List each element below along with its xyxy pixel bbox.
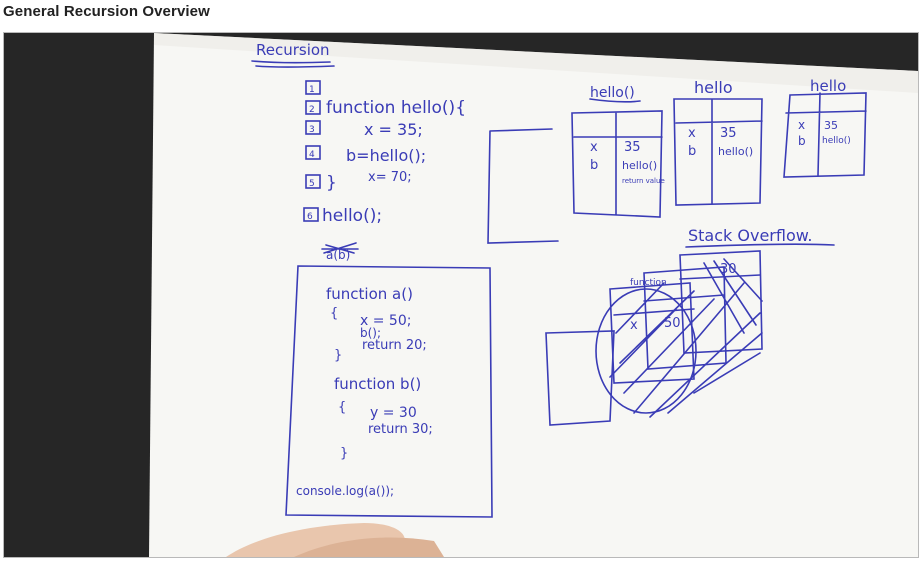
frame1-val-b: hello() <box>622 159 657 172</box>
overflow-frame-title: function <box>630 278 667 288</box>
frame-title-2: hello <box>694 78 733 97</box>
box-code-line-12: console.log(a()); <box>296 484 394 498</box>
box-code-line-8: { <box>338 400 346 415</box>
paper-sheet <box>149 33 918 557</box>
box-code-line-6: } <box>334 348 342 363</box>
box-code-line-10: return 30; <box>368 422 433 437</box>
box-code-line-11: } <box>340 446 348 461</box>
page-title: General Recursion Overview <box>3 3 210 20</box>
frame1-val-x: 35 <box>624 140 641 155</box>
box-code-line-1: function a() <box>326 285 413 303</box>
box-code-line-3: x = 50; <box>360 313 411 329</box>
code-line-3: b=hello(); <box>346 146 426 165</box>
line-number-3: 3 <box>309 125 315 135</box>
code-line-6: hello(); <box>322 206 382 226</box>
line-number-4: 4 <box>309 150 315 160</box>
overflow-val-50: 50 <box>664 316 681 331</box>
line-number-5: 5 <box>309 179 315 189</box>
code-line-2: x = 35; <box>364 120 423 139</box>
code-line-4: x= 70; <box>368 170 412 185</box>
frame2-val-b: hello() <box>718 145 753 158</box>
frame-title-1: hello() <box>590 85 635 101</box>
box-code-line-9: y = 30 <box>370 405 417 421</box>
return-value-note: return value <box>622 177 665 185</box>
frame2-val-x: 35 <box>720 126 737 141</box>
code-line-5: } <box>326 173 337 193</box>
box-code-line-7: function b() <box>334 375 421 393</box>
video-player[interactable]: Recursion 1 2 3 4 5 6 function hello(){ … <box>3 32 919 558</box>
line-number-2: 2 <box>309 105 315 115</box>
frame3-val-b: hello() <box>822 136 851 146</box>
scratch-text: a(b) <box>326 248 350 262</box>
frame-title-3: hello <box>810 77 846 95</box>
stack-overflow-label: Stack Overflow. <box>688 226 812 245</box>
box-code-line-5: return 20; <box>362 338 427 353</box>
frame2-var-x: x <box>688 126 696 141</box>
notes-heading: Recursion <box>256 41 330 59</box>
line-number-1: 1 <box>309 85 315 95</box>
frame3-val-x: 35 <box>824 119 838 132</box>
overflow-val-30: 30 <box>720 262 737 277</box>
frame3-var-x: x <box>798 118 805 132</box>
box-code-line-2: { <box>330 306 338 321</box>
frame3-var-b: b <box>798 134 806 148</box>
line-number-6: 6 <box>307 212 313 222</box>
whiteboard-video-frame: Recursion 1 2 3 4 5 6 function hello(){ … <box>4 33 918 557</box>
code-line-1: function hello(){ <box>326 98 466 118</box>
overflow-var-x: x <box>630 318 638 333</box>
frame2-var-b: b <box>688 144 696 159</box>
frame1-var-x: x <box>590 140 598 155</box>
box-code-line-4: b(); <box>360 326 381 340</box>
frame1-var-b: b <box>590 158 598 173</box>
